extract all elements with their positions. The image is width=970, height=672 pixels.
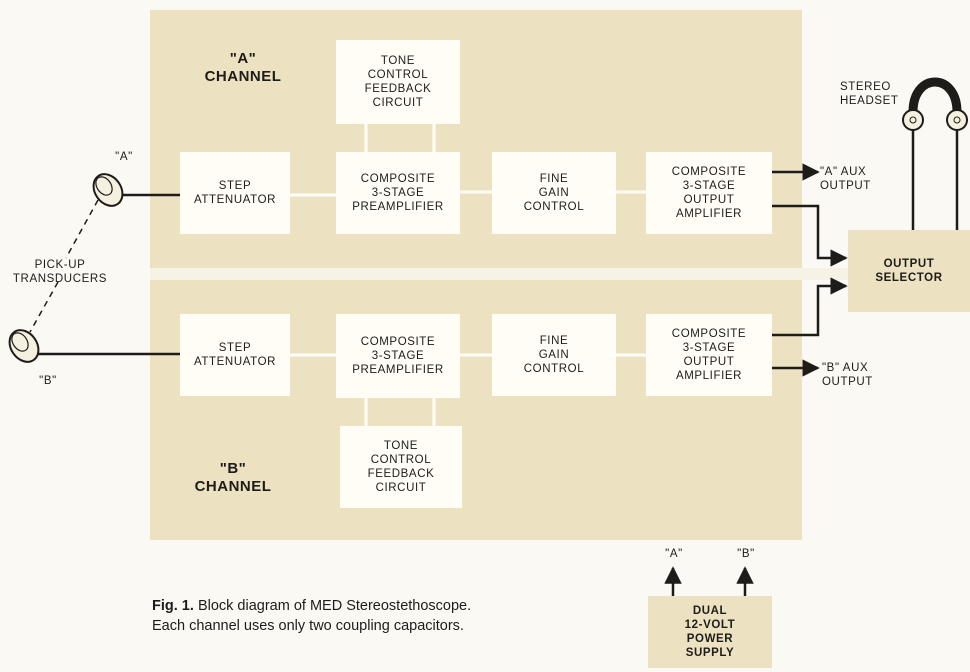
power-a-label: "A" xyxy=(665,548,683,560)
transducer-b-icon xyxy=(8,329,40,363)
output-selector-block: OUTPUT SELECTOR xyxy=(848,230,970,312)
caption-line-2: Each channel uses only two coupling capa… xyxy=(152,618,464,634)
stereo-headset-icon xyxy=(902,77,968,131)
channel-a-output-amplifier-block: COMPOSITE 3-STAGE OUTPUT AMPLIFIER xyxy=(646,152,772,234)
channel-b-step-attenuator-block: STEP ATTENUATOR xyxy=(180,314,290,396)
caption-line-1: Block diagram of MED Stereostethoscope. xyxy=(197,598,472,614)
channel-b-tone-control-block: TONE CONTROL FEEDBACK CIRCUIT xyxy=(340,426,462,508)
channel-b-preamplifier-block: COMPOSITE 3-STAGE PREAMPLIFIER xyxy=(336,314,460,398)
channel-b-output-amplifier-block: COMPOSITE 3-STAGE OUTPUT AMPLIFIER xyxy=(646,314,772,396)
transducer-b-label: "B" xyxy=(39,375,57,387)
channel-a-preamplifier-block: COMPOSITE 3-STAGE PREAMPLIFIER xyxy=(336,152,460,234)
channel-b-fine-gain-block: FINE GAIN CONTROL xyxy=(492,314,616,396)
channel-b-aux-output-label: "B" AUX OUTPUT xyxy=(822,362,873,388)
channel-divider xyxy=(150,268,852,280)
channel-a-tone-control-block: TONE CONTROL FEEDBACK CIRCUIT xyxy=(336,40,460,124)
transducer-a-icon xyxy=(92,173,124,207)
pickup-transducers-label: PICK-UP TRANSDUCERS xyxy=(12,259,108,285)
figure-number: Fig. 1. xyxy=(152,598,194,614)
figure-caption: Fig. 1. Block diagram of MED Stereosteth… xyxy=(152,596,471,636)
channel-a-title: "A" CHANNEL xyxy=(204,50,282,85)
stereo-headset-label: STEREO HEADSET xyxy=(840,81,899,107)
power-supply-block: DUAL 12-VOLT POWER SUPPLY xyxy=(648,596,772,668)
transducer-a-label: "A" xyxy=(115,151,133,163)
channel-a-aux-output-label: "A" AUX OUTPUT xyxy=(820,166,871,192)
channel-b-title: "B" CHANNEL xyxy=(194,460,272,495)
channel-a-fine-gain-block: FINE GAIN CONTROL xyxy=(492,152,616,234)
channel-a-step-attenuator-block: STEP ATTENUATOR xyxy=(180,152,290,234)
power-b-label: "B" xyxy=(737,548,755,560)
